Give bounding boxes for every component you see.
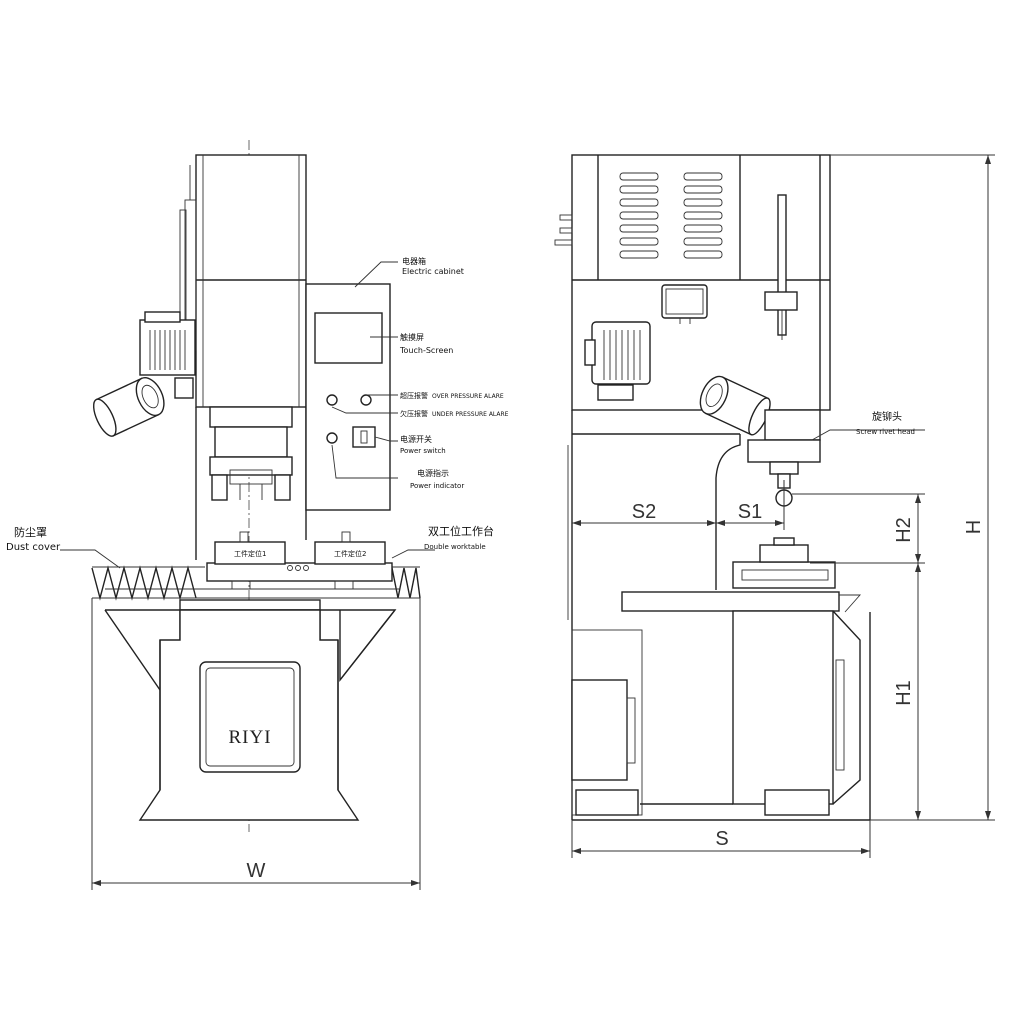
side-pedal-box <box>571 679 628 781</box>
label-over-pressure-cn: 超压报警 <box>400 391 428 400</box>
label-dust-cover-en: Dust cover <box>6 542 61 553</box>
side-view: H H2 H1 S2 S1 S <box>554 154 995 858</box>
label-electric-cabinet-cn: 电器箱 <box>402 256 426 266</box>
brand-text: RIYI <box>228 727 271 748</box>
label-screw-rivet-head-cn: 旋铆头 <box>872 410 902 423</box>
dim-h1-label: H1 <box>893 680 915 706</box>
front-view-labels: 电器箱 Electric cabinet 触摸屏 Touch-Screen 超压… <box>6 256 509 558</box>
label-electric-cabinet-en: Electric cabinet <box>402 267 464 276</box>
label-touch-screen-en: Touch-Screen <box>399 346 453 355</box>
dust-cover-left <box>91 565 197 601</box>
side-worktable <box>732 561 836 589</box>
label-station-2: 工件定位2 <box>334 549 366 558</box>
label-double-worktable-cn: 双工位工作台 <box>428 524 494 538</box>
label-power-switch-cn: 电源开关 <box>400 434 432 444</box>
front-view: RIYI W <box>60 140 435 890</box>
label-touch-screen-cn: 触摸屏 <box>400 332 424 342</box>
label-dust-cover-cn: 防尘罩 <box>14 525 47 539</box>
label-power-indicator-en: Power indicator <box>410 482 464 490</box>
dim-s1-label: S1 <box>738 501 762 523</box>
side-view-labels: 旋铆头 Screw rivet head <box>856 410 915 436</box>
double-worktable <box>206 562 393 582</box>
under-pressure-lamp <box>360 394 372 406</box>
station-1-fixture <box>214 541 286 565</box>
side-motor <box>584 321 651 401</box>
label-power-switch-en: Power switch <box>400 447 446 455</box>
dim-h-label: H <box>963 520 985 534</box>
label-station-1: 工件定位1 <box>234 549 266 558</box>
dim-s2-label: S2 <box>632 501 656 523</box>
front-motor <box>139 311 196 399</box>
screw-rivet-head <box>764 409 821 441</box>
brand-plate <box>199 661 301 773</box>
side-table-top <box>621 591 840 612</box>
label-screw-rivet-head-en: Screw rivet head <box>856 428 915 436</box>
dust-cover-right <box>391 567 421 599</box>
label-double-worktable-en: Double worktable <box>424 543 486 551</box>
side-lower-body <box>732 610 834 805</box>
power-indicator-lamp <box>326 432 338 444</box>
dim-h2-label: H2 <box>893 517 915 543</box>
label-power-indicator-cn: 电源指示 <box>417 468 449 478</box>
over-pressure-lamp <box>326 394 338 406</box>
side-vents <box>619 172 723 259</box>
spindle-flange <box>209 406 293 428</box>
touch-screen <box>314 312 383 364</box>
head-column <box>195 154 307 408</box>
label-under-pressure-cn: 欠压报警 <box>400 409 428 418</box>
label-under-pressure-en: UNDER PRESSURE ALARE <box>432 411 509 418</box>
dim-s-label: S <box>715 828 728 850</box>
front-drum <box>92 377 165 437</box>
label-over-pressure-en: OVER PRESSURE ALARE <box>432 393 504 400</box>
power-switch <box>352 426 376 448</box>
side-display <box>661 284 708 319</box>
dim-w-label: W <box>247 860 266 882</box>
